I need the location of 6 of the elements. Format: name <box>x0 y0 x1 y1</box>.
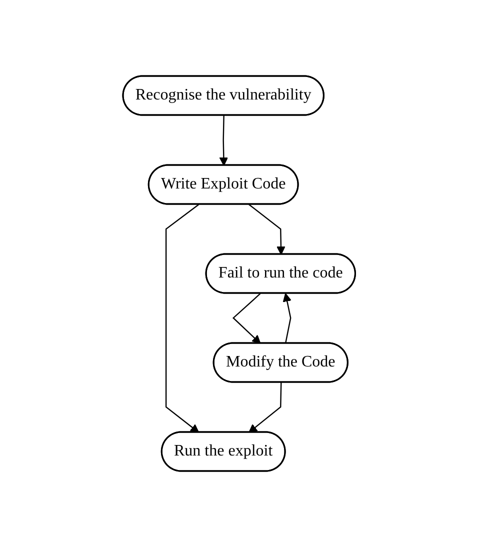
arrow <box>282 292 292 344</box>
arrow <box>165 204 200 432</box>
arrow <box>248 382 282 432</box>
arrow <box>248 204 286 254</box>
arrow <box>232 292 261 344</box>
arrow <box>219 114 228 166</box>
